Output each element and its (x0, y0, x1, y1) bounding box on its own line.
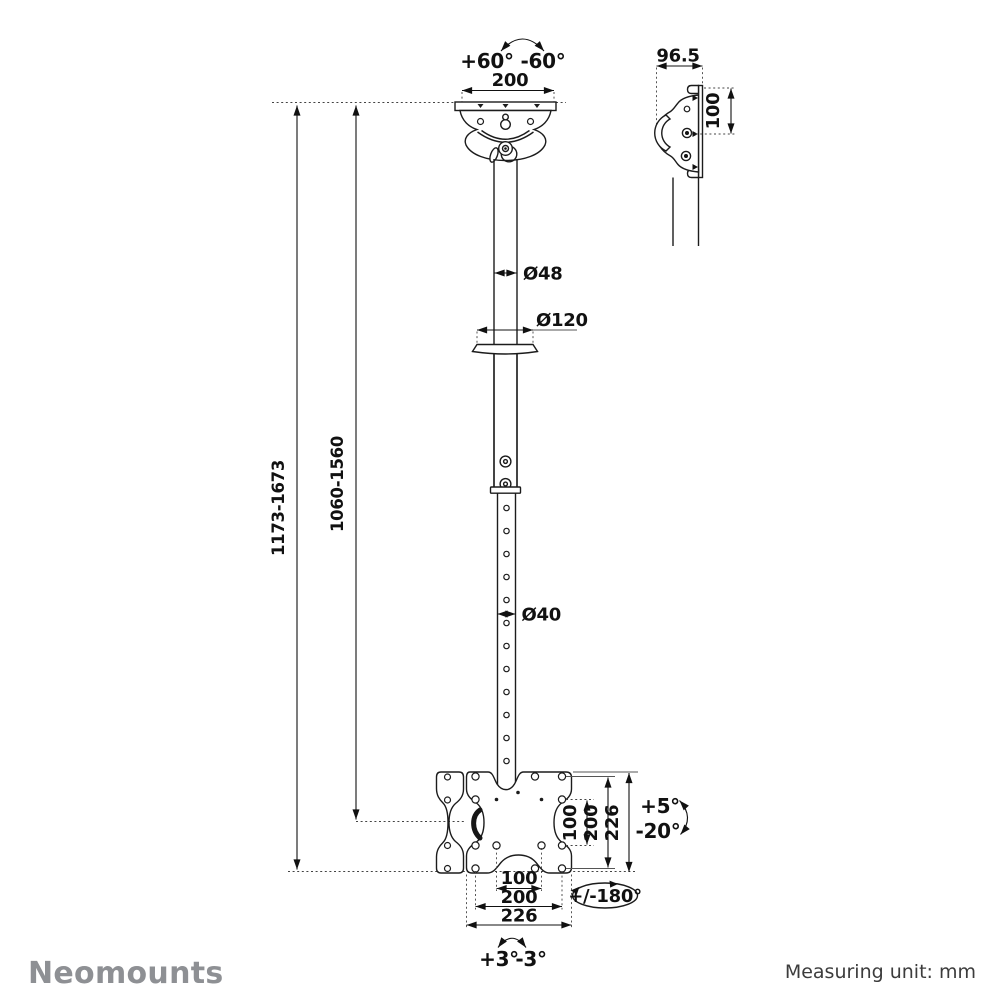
ceiling-screw-mark (534, 104, 540, 108)
side-bolt-center (684, 154, 688, 158)
center-height-label: 1060-1560 (328, 436, 347, 532)
level-neg-label: -3° (515, 947, 546, 971)
side-profile-hole (443, 864, 452, 873)
brand-logo: Neomounts (28, 956, 224, 991)
side-swivel-slot (654, 114, 672, 152)
vesa-dimensions-bottom: 100 200 226 +3° -3° +/-180° (466, 848, 642, 971)
vesa-dimensions-right: 100 200 226 +5° -20° (560, 771, 690, 872)
plate-screw-arrow (692, 95, 698, 101)
tilt-arc-arrow (679, 800, 690, 835)
telescope-collar (489, 486, 522, 494)
side-hole-spacing-label: 100 (703, 93, 724, 130)
locking-knob (499, 455, 512, 468)
ceiling-screw-mark (502, 104, 509, 108)
right-extension-lines (566, 771, 638, 869)
top-swivel-annotation: +60° -60° (460, 38, 566, 73)
swivel-pos-label: +60° (460, 49, 513, 73)
upper-pole-tube-lower (493, 354, 518, 487)
cover-dia-label: Ø120 (536, 310, 588, 331)
rotation-arrow-left (570, 886, 580, 894)
keyhole-slot (500, 118, 512, 130)
swivel-arc-arrow (500, 38, 545, 52)
vesa-adapter-plate (465, 771, 573, 874)
plate-screw-arrow (692, 131, 698, 137)
plate-width-extension-lines (461, 92, 555, 102)
right-dotted-extension-lines (566, 799, 594, 846)
vesa-v100-label: 100 (560, 805, 581, 842)
side-pole-tube (672, 177, 700, 246)
footer: Neomounts Measuring unit: mm (28, 956, 976, 991)
vesa-v226-label: 226 (602, 805, 623, 842)
tilt-up-label: +5° (640, 794, 680, 818)
pivot-bolt-ring (501, 144, 510, 153)
upper-pole-dia-label: Ø48 (523, 264, 562, 285)
side-depth-label: 96.5 (656, 46, 699, 67)
cover-extension-lines (476, 331, 534, 344)
tilt-down-label: -20° (636, 819, 681, 843)
ceiling-plate-width-dimension: 200 (461, 70, 555, 102)
plate-screw-arrow (692, 164, 698, 170)
rotation-ellipse (571, 882, 639, 909)
vesa-h200-label: 200 (501, 887, 538, 908)
rotation-arrow-right (609, 880, 618, 888)
bracket-hole (526, 117, 535, 126)
swivel-slot-inner-arc (481, 129, 530, 140)
side-depth-extension-lines (656, 67, 703, 134)
level-pos-label: +3° (479, 947, 519, 971)
upper-pole-tube (493, 159, 518, 487)
total-height-label: 1173-1673 (269, 460, 288, 556)
locking-knob-center (502, 458, 509, 465)
ceiling-cover-cone (471, 343, 539, 355)
ceiling-mount-side-view: 96.5 100 (654, 46, 736, 246)
side-hole-extension-lines (691, 87, 736, 135)
side-profile-hole (443, 773, 452, 781)
keyhole-slot-top (502, 113, 510, 121)
side-top-tab (686, 84, 700, 95)
height-adjustment-holes (503, 504, 510, 765)
ceiling-mount-front-view (454, 101, 557, 163)
side-profile-hole (443, 796, 452, 804)
height-dimensions: 1173-1673 1060-1560 (269, 102, 637, 872)
lower-pole-tube (496, 493, 517, 786)
plate-width-label: 200 (492, 70, 529, 91)
vesa-h100-label: 100 (501, 868, 538, 889)
vesa-plate-side-profile (435, 771, 465, 874)
bracket-hole (476, 117, 485, 126)
locking-knob-center (502, 481, 509, 487)
vesa-plate-front-view (435, 771, 573, 874)
side-hole (683, 105, 691, 113)
rotation-label: +/-180° (568, 886, 642, 907)
side-profile-hole (443, 841, 452, 850)
bottom-extension-lines (466, 848, 572, 928)
ceiling-screw-mark (477, 104, 484, 108)
tilt-hinge (471, 807, 483, 841)
lower-pole-dia-label: Ø40 (522, 605, 561, 626)
measuring-unit-note: Measuring unit: mm (785, 961, 976, 983)
swivel-neg-label: -60° (521, 49, 566, 73)
vesa-v200-label: 200 (581, 805, 602, 842)
pole-assembly: Ø48 Ø120 Ø40 (471, 159, 588, 786)
level-arc-arrow (497, 937, 527, 948)
vesa-h226-label: 226 (501, 906, 538, 927)
pivot-bolt-center (504, 147, 507, 150)
lock-lever (489, 147, 499, 163)
side-bolt-center (685, 131, 689, 135)
